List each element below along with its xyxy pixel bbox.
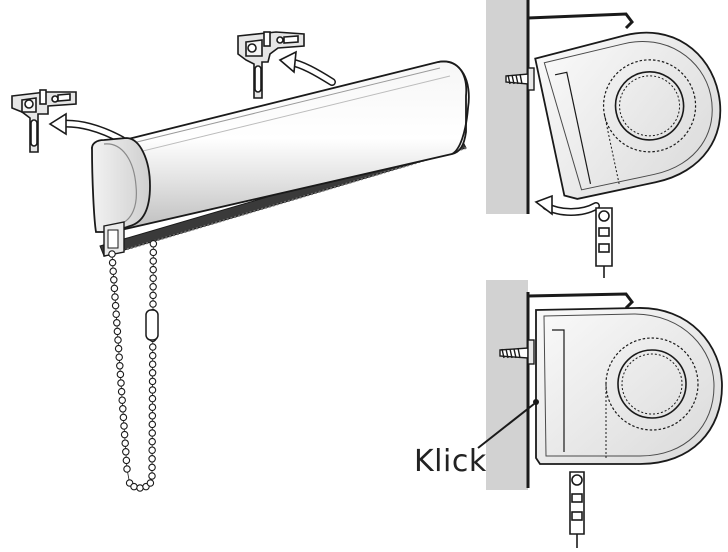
chain-bead [148, 437, 156, 446]
cassette-step-2 [477, 280, 723, 548]
chain-bead [146, 479, 155, 487]
end-cap [91, 137, 151, 233]
chain-bead [148, 412, 157, 420]
chain-bead [149, 265, 157, 274]
chain-weight-bottom [569, 471, 585, 548]
cassette-step-1 [486, 0, 722, 278]
chain-bead [136, 484, 144, 492]
chain-bead [120, 430, 129, 439]
chain-bead [119, 405, 127, 413]
chain-bead [116, 370, 125, 379]
chain-bead [121, 439, 129, 447]
chain-connector [145, 309, 159, 341]
chain-weight-top [595, 207, 613, 278]
chain-bead [148, 446, 156, 454]
cassette-housing-mounted [535, 307, 723, 465]
chain-bead [110, 284, 119, 293]
roller-blind-assembly [11, 31, 470, 492]
wall-screw-top [505, 67, 535, 91]
chain-bead [110, 276, 118, 284]
chain-bead [130, 482, 138, 491]
chain-bead [149, 283, 157, 291]
chain-bead [114, 344, 123, 353]
wall-section-bottom [486, 280, 528, 490]
chain-bead [148, 403, 157, 411]
chain-bead [116, 362, 124, 370]
chain-bead [108, 258, 117, 267]
chain-bead [113, 319, 121, 327]
right-mounting-bracket [237, 31, 305, 99]
bead-chain [108, 240, 158, 492]
chain-bead [113, 327, 122, 336]
chain-bead [119, 413, 128, 422]
chain-bead [148, 429, 157, 437]
chain-bead [115, 353, 123, 361]
chain-bead [149, 291, 157, 300]
chain-bead [148, 351, 157, 360]
chain-bead [117, 379, 125, 387]
klick-label: Klick [414, 444, 487, 479]
chain-bead [148, 420, 157, 429]
chain-bead [148, 472, 156, 480]
klick-pointer-line [477, 403, 535, 449]
chain-bead [122, 456, 131, 465]
wall-section-top [486, 0, 528, 214]
chain-bead [149, 257, 158, 265]
chain-bead [148, 360, 157, 368]
chain-bead [149, 343, 157, 351]
chain-bead [148, 455, 156, 463]
chain-bead [148, 386, 157, 394]
chain-bead [149, 300, 157, 308]
wall-screw-bottom [499, 339, 535, 365]
chain-bead [123, 465, 131, 473]
chain-bead [149, 274, 157, 282]
chain-bead [149, 240, 158, 248]
mounting-arrows [48, 50, 336, 144]
chain-bead [111, 293, 119, 301]
chain-bead [120, 422, 128, 430]
chain-bead [111, 301, 120, 310]
chain-bead [148, 369, 157, 377]
left-mounting-bracket [11, 89, 77, 153]
chain-bead [108, 250, 116, 258]
chain-bead [148, 463, 156, 472]
chain-bead [148, 377, 157, 386]
chain-bead [109, 267, 117, 275]
chain-bead [122, 448, 130, 456]
cassette-housing-tilted [534, 31, 722, 200]
chain-bead [149, 248, 158, 257]
chain-bead [112, 310, 120, 318]
chain-bead [148, 394, 157, 403]
chain-bead [118, 396, 126, 404]
chain-bead [117, 387, 126, 396]
chain-bead [114, 336, 122, 344]
